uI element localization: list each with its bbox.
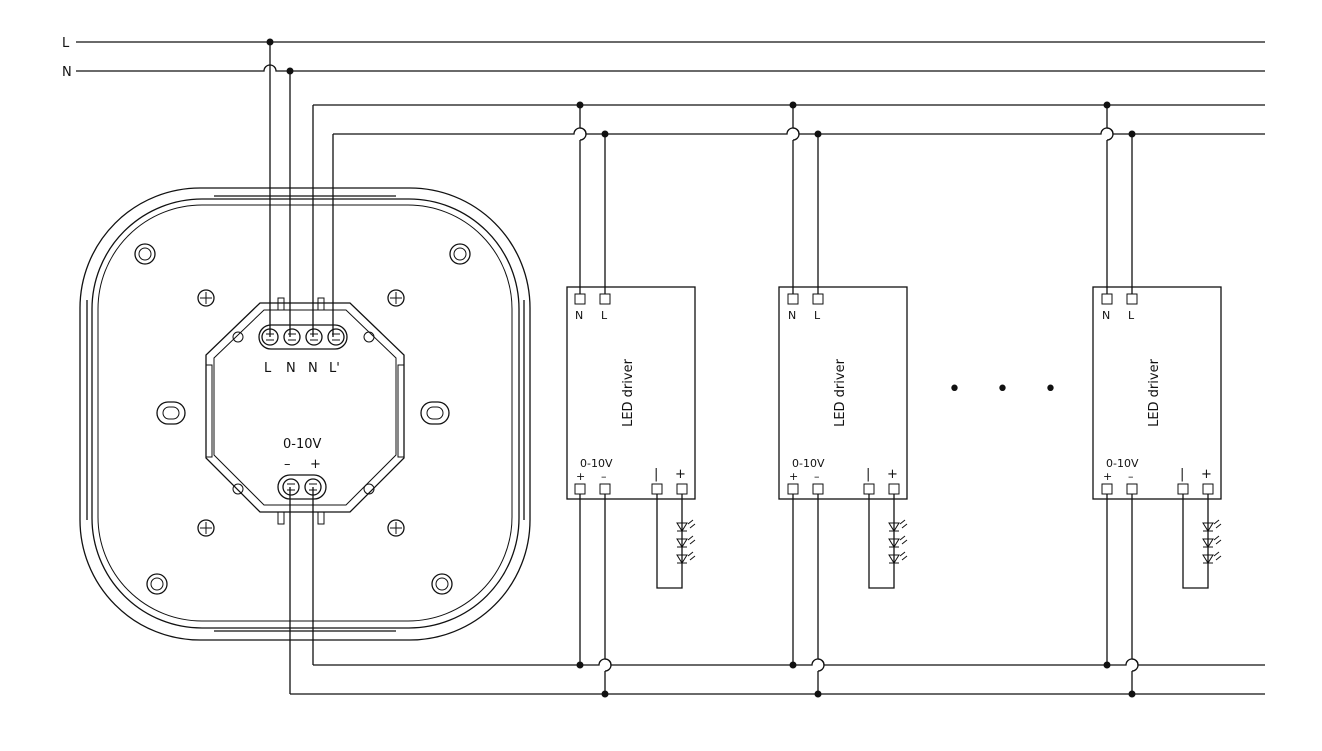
slot-right xyxy=(420,401,450,425)
driver-3-n-label: N xyxy=(1102,309,1110,322)
driver-2-out-plus: + xyxy=(887,467,898,482)
supply-lines xyxy=(76,41,1265,72)
driver-2-title: LED driver xyxy=(833,358,848,426)
driver-1-out-minus: | xyxy=(654,467,658,482)
control-bus-top xyxy=(313,104,1265,135)
screw-br xyxy=(387,519,405,537)
controller-wiring xyxy=(269,42,334,694)
mount-hole-bl xyxy=(146,573,168,595)
mount-hole-tr xyxy=(449,243,471,265)
power-terminal-block xyxy=(258,324,348,350)
driver-3-out-plus: + xyxy=(1201,467,1212,482)
led-driver-3: N L LED driver 0-10V + – | + xyxy=(1092,105,1222,694)
mount-hole-tl xyxy=(134,243,156,265)
led-driver-1: N L LED driver 0-10V + – | + xyxy=(566,105,696,694)
screw-tr xyxy=(387,289,405,307)
driver-3-title: LED driver xyxy=(1147,358,1162,426)
controller-dim-minus: – xyxy=(284,457,291,472)
controller-dim-plus: + xyxy=(310,457,321,472)
terminal-label-l: L xyxy=(264,361,272,376)
driver-3-led-string xyxy=(1202,519,1222,564)
driver-2-dim-minus: – xyxy=(814,470,820,483)
driver-3-dim-minus: – xyxy=(1128,470,1134,483)
terminal-label-l-prime: L' xyxy=(329,361,340,376)
wall-controller: L N N L' 0-10V – + xyxy=(79,187,531,641)
driver-3-l-label: L xyxy=(1128,309,1135,322)
driver-1-dim-plus: + xyxy=(576,470,585,483)
terminal-label-n1: N xyxy=(286,361,296,376)
driver-1-dim-minus: – xyxy=(601,470,607,483)
driver-2-dim-plus: + xyxy=(789,470,798,483)
controller-dim-label: 0-10V xyxy=(283,437,322,452)
mount-hole-br xyxy=(431,573,453,595)
driver-2-dim-label: 0-10V xyxy=(792,457,825,470)
driver-1-n-label: N xyxy=(575,309,583,322)
driver-3-out-minus: | xyxy=(1180,467,1184,482)
screw-bl xyxy=(197,519,215,537)
driver-1-dim-label: 0-10V xyxy=(580,457,613,470)
driver-3-dim-label: 0-10V xyxy=(1106,457,1139,470)
slot-left xyxy=(156,401,186,425)
supply-line-label: L xyxy=(62,36,70,51)
driver-3-dim-plus: + xyxy=(1103,470,1112,483)
screw-tl xyxy=(197,289,215,307)
driver-1-title: LED driver xyxy=(621,358,636,426)
driver-2-out-minus: | xyxy=(866,467,870,482)
supply-neutral-label: N xyxy=(62,65,72,80)
driver-2-led-string xyxy=(888,519,908,564)
driver-1-l-label: L xyxy=(601,309,608,322)
dim-terminal-block xyxy=(277,474,327,500)
dim-bus-bottom xyxy=(290,658,1265,695)
driver-1-out-plus: + xyxy=(675,467,686,482)
junctions xyxy=(266,38,1136,698)
driver-1-led-string xyxy=(676,519,696,564)
driver-2-n-label: N xyxy=(788,309,796,322)
continuation-dots: • • • xyxy=(948,377,1071,402)
led-driver-2: N L LED driver 0-10V + – | + xyxy=(778,105,908,694)
terminal-label-n2: N xyxy=(308,361,318,376)
driver-2-l-label: L xyxy=(814,309,821,322)
